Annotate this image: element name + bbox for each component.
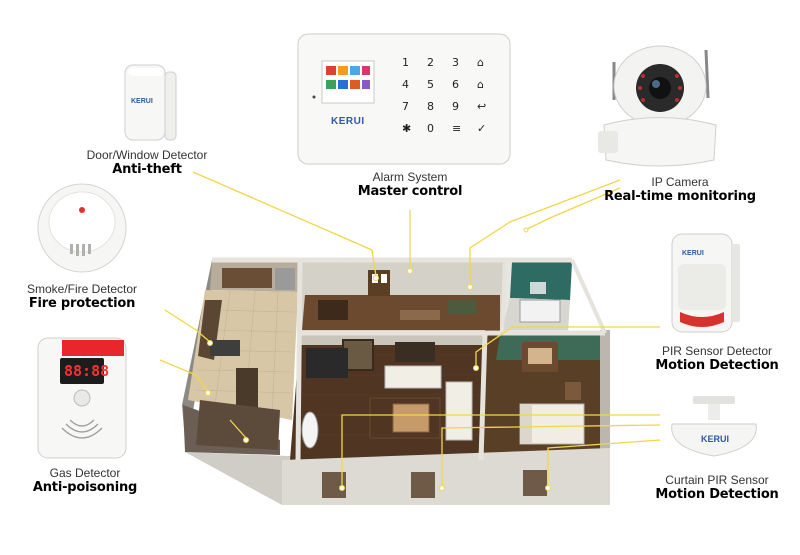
curtain-pir-brand: KERUI (701, 434, 730, 444)
house-3d-floorplan (182, 257, 610, 505)
door-window-function: Anti-theft (112, 161, 182, 177)
keypad-key: 8 (427, 100, 434, 113)
pir-function: Motion Detection (655, 357, 779, 373)
keypad-key: ⌂ (477, 56, 484, 69)
door-window-sensor-image (124, 64, 177, 141)
gas-detector-image (37, 337, 127, 459)
keypad-key: 3 (452, 56, 459, 69)
keypad-key: 1 (402, 56, 409, 69)
keypad-key: ✓ (477, 122, 487, 135)
keypad-key: ✱ (402, 122, 412, 135)
keypad-key: ↩ (477, 100, 487, 113)
alarm-system-function: Master control (357, 183, 463, 199)
caption-pir: PIR Sensor Detector Motion Detection (642, 344, 792, 374)
connector-dots (205, 227, 551, 491)
smoke-fire-function: Fire protection (28, 295, 136, 311)
ip-camera-image (598, 45, 717, 167)
keypad-key: 4 (402, 78, 409, 91)
caption-gas: Gas Detector Anti-poisoning (20, 466, 150, 496)
pir-sensor-image (671, 233, 740, 333)
alarm-keypad: 1 2 3 ⌂ 4 5 6 ⌂ 7 8 9 ↩ ✱ 0 ≡ ✓ (398, 56, 488, 140)
ip-camera-function: Real-time monitoring (604, 188, 756, 204)
pir-sensor-brand: KERUI (682, 250, 704, 257)
curtain-pir-name: Curtain PIR Sensor (665, 473, 769, 487)
caption-curtain-pir: Curtain PIR Sensor Motion Detection (642, 473, 792, 503)
keypad-key: 7 (402, 100, 409, 113)
door-window-name: Door/Window Detector (86, 148, 208, 162)
alarm-panel-brand: KERUI (331, 116, 365, 127)
keypad-key: ⌂ (477, 78, 484, 91)
keypad-key: 2 (427, 56, 434, 69)
caption-door-window: Door/Window Detector Anti-theft (72, 148, 222, 178)
caption-ip-camera: IP Camera Real-time monitoring (600, 175, 760, 205)
alarm-system-name: Alarm System (372, 170, 448, 184)
keypad-key: 5 (427, 78, 434, 91)
caption-smoke-fire: Smoke/Fire Detector Fire protection (12, 282, 152, 312)
curtain-pir-function: Motion Detection (655, 486, 779, 502)
pir-name: PIR Sensor Detector (661, 344, 773, 358)
keypad-key: 0 (427, 122, 434, 135)
keypad-key: 6 (452, 78, 459, 91)
door-sensor-brand: KERUI (131, 98, 153, 105)
gas-function: Anti-poisoning (32, 479, 138, 495)
smoke-fire-name: Smoke/Fire Detector (26, 282, 138, 296)
connector-lines (159, 171, 661, 488)
curtain-pir-image (671, 396, 757, 457)
keypad-key: ≡ (452, 122, 462, 135)
gas-name: Gas Detector (49, 466, 121, 480)
keypad-key: 9 (452, 100, 459, 113)
ip-camera-name: IP Camera (651, 175, 709, 189)
smoke-detector-image (37, 183, 127, 273)
caption-alarm-system: Alarm System Master control (335, 170, 485, 200)
alarm-panel-image (297, 33, 511, 165)
gas-display-readout: 88:88 (64, 362, 110, 380)
